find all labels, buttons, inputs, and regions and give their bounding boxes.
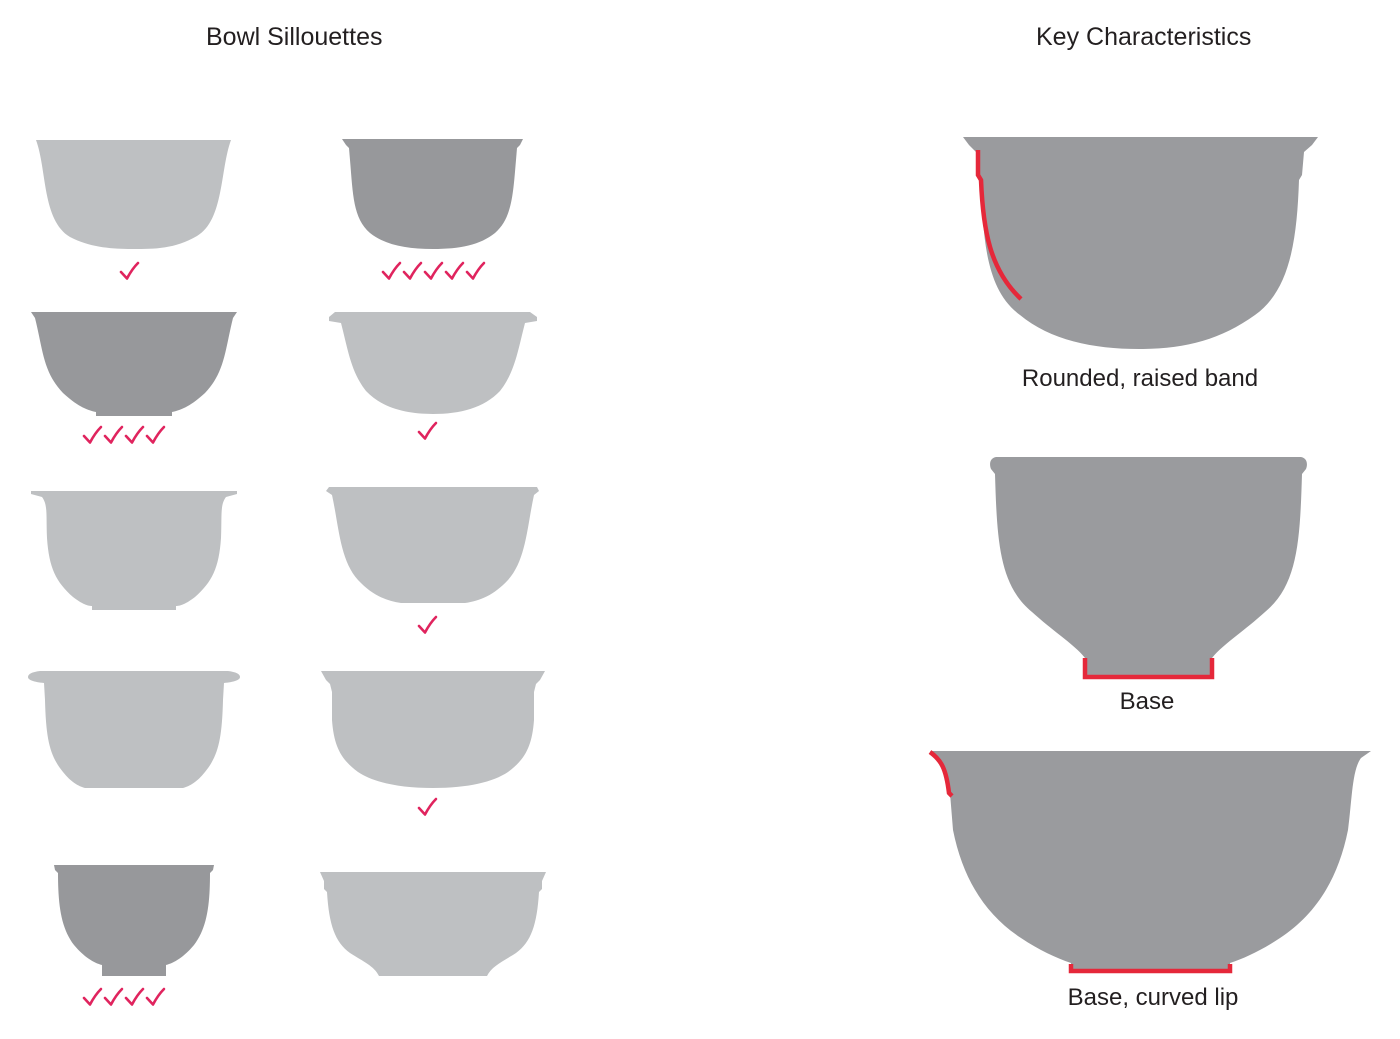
raised-band-highlight	[975, 150, 1023, 301]
wide-base-highlight	[1068, 964, 1233, 974]
bowl-silhouette-8	[321, 671, 545, 788]
footed-base-bowl	[990, 457, 1307, 678]
check-mark-icon	[103, 425, 124, 444]
bowl-silhouette-3	[31, 312, 237, 416]
check-mark-icon	[417, 421, 438, 440]
caption-rounded-raised-band: Rounded, raised band	[1021, 365, 1259, 392]
curved-lip-highlight	[928, 750, 954, 798]
rating-bowl-4	[417, 421, 438, 440]
check-mark-icon	[82, 987, 103, 1006]
caption-base-curved-lip: Base, curved lip	[1067, 984, 1239, 1011]
base-highlight	[1082, 658, 1215, 680]
curved-lip-bowl	[930, 751, 1371, 973]
check-mark-icon	[124, 425, 145, 444]
check-mark-icon	[417, 615, 438, 634]
check-mark-icon	[417, 797, 438, 816]
bowl-silhouette-10	[320, 872, 546, 976]
bowl-silhouette-4	[329, 312, 537, 414]
bowl-silhouette-6	[326, 487, 539, 603]
rating-bowl-1	[119, 261, 140, 280]
check-mark-icon	[465, 261, 486, 280]
rating-bowl-6	[417, 615, 438, 634]
check-mark-icon	[119, 261, 140, 280]
bowl-silhouettes-title: Bowl Sillouettes	[206, 23, 383, 51]
caption-base: Base	[1119, 688, 1175, 715]
check-mark-icon	[82, 425, 103, 444]
check-mark-icon	[444, 261, 465, 280]
bowl-silhouette-2	[342, 139, 523, 249]
check-mark-icon	[124, 987, 145, 1006]
characteristics-column	[928, 137, 1371, 974]
rounded-band-bowl	[963, 137, 1318, 349]
key-characteristics-title: Key Characteristics	[1036, 23, 1252, 51]
bowl-silhouette-9	[54, 865, 214, 976]
check-mark-icon	[402, 261, 423, 280]
check-mark-icon	[103, 987, 124, 1006]
bowl-silhouette-5	[31, 491, 237, 610]
check-mark-icon	[145, 425, 166, 444]
silhouette-grid	[28, 139, 546, 1006]
check-mark-icon	[381, 261, 402, 280]
rating-bowl-3	[82, 425, 166, 444]
check-mark-icon	[145, 987, 166, 1006]
check-mark-icon	[423, 261, 444, 280]
rating-bowl-2	[381, 261, 486, 280]
bowl-silhouette-1	[36, 140, 231, 249]
rating-bowl-9	[82, 987, 166, 1006]
bowl-silhouette-7	[28, 671, 240, 788]
rating-bowl-8	[417, 797, 438, 816]
